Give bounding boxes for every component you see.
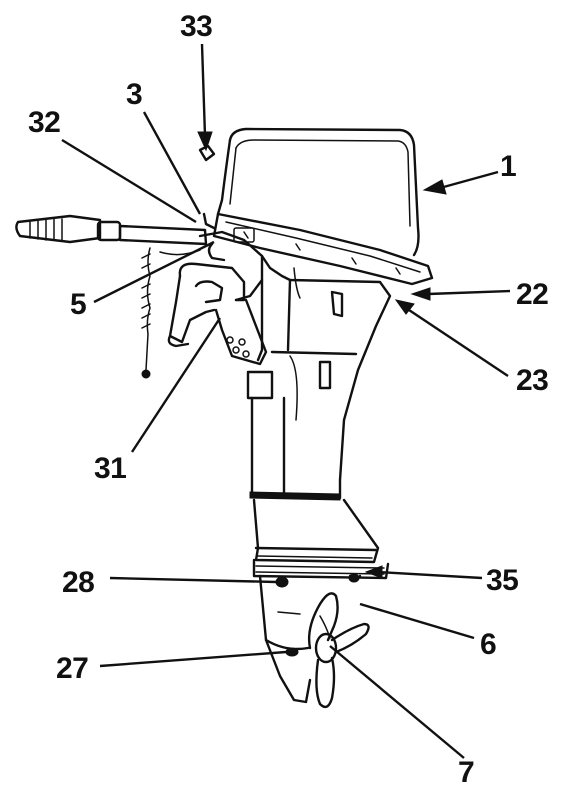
- callout-7: 7: [458, 756, 475, 789]
- leader-5: [93, 240, 215, 304]
- leader-35-arrow: [364, 565, 383, 579]
- callout-6: 6: [480, 628, 497, 661]
- clamp-bracket: [167, 262, 268, 366]
- propeller: [307, 592, 370, 709]
- callout-28: 28: [62, 566, 95, 599]
- callout-32: 32: [28, 106, 61, 139]
- leader-33: [200, 43, 207, 137]
- callout-27: 27: [56, 652, 89, 685]
- callout-1: 1: [500, 150, 517, 183]
- leader-23-arrow: [394, 299, 415, 315]
- leader-3: [142, 111, 202, 215]
- steering-bracket: [198, 212, 264, 302]
- leader-27: [99, 650, 287, 668]
- callout-3: 3: [126, 78, 143, 111]
- leader-6: [359, 602, 475, 640]
- callout-35: 35: [486, 564, 519, 597]
- leader-22: [427, 289, 511, 296]
- leader-31: [130, 317, 222, 453]
- leader-7: [329, 645, 465, 759]
- stop-lanyard: [141, 247, 201, 379]
- callout-31: 31: [94, 452, 127, 485]
- leader-35: [377, 570, 483, 580]
- tiller-handle: [15, 214, 208, 246]
- leader-33-arrow: [197, 131, 213, 152]
- leader-lines: [61, 43, 511, 759]
- shaft-housing: [246, 254, 392, 501]
- leader-23: [405, 307, 509, 377]
- callout-5: 5: [70, 288, 87, 321]
- callout-23: 23: [516, 364, 549, 397]
- leader-1: [439, 170, 499, 190]
- engine-cowling: [212, 127, 434, 286]
- callout-22: 22: [516, 278, 549, 311]
- leader-1-arrow: [422, 179, 447, 195]
- leader-28: [109, 576, 277, 584]
- lower-unit: [252, 498, 390, 704]
- leader-32: [61, 138, 197, 224]
- callout-33: 33: [180, 10, 213, 43]
- leader-22-arrow: [410, 287, 431, 301]
